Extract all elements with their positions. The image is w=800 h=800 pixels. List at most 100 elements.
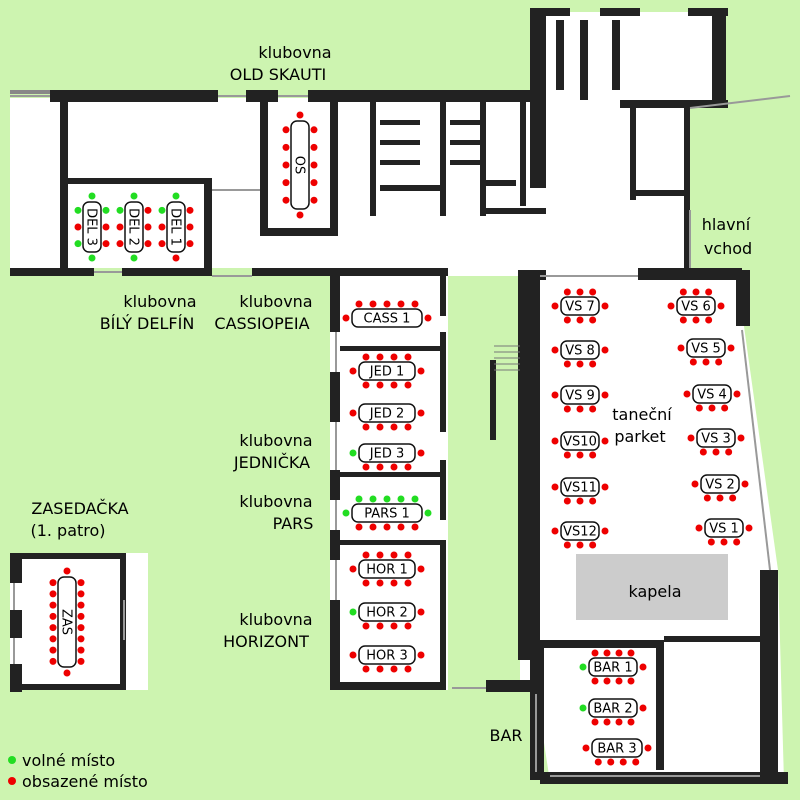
seat[interactable] bbox=[576, 360, 584, 368]
table-del1[interactable]: DEL 1 bbox=[166, 201, 186, 253]
seat[interactable] bbox=[615, 718, 623, 726]
seat[interactable] bbox=[708, 404, 716, 412]
seat[interactable] bbox=[404, 423, 412, 431]
seat[interactable] bbox=[601, 483, 609, 491]
seat[interactable] bbox=[607, 758, 615, 766]
seat[interactable] bbox=[49, 579, 57, 587]
seat[interactable] bbox=[144, 206, 152, 214]
seat[interactable] bbox=[158, 240, 166, 248]
seat[interactable] bbox=[404, 579, 412, 587]
seat[interactable] bbox=[88, 254, 96, 262]
seat[interactable] bbox=[88, 192, 96, 200]
seat[interactable] bbox=[717, 302, 725, 310]
seat[interactable] bbox=[376, 423, 384, 431]
table-del2[interactable]: DEL 2 bbox=[124, 201, 144, 253]
seat[interactable] bbox=[716, 494, 724, 502]
table-vs3[interactable]: VS 3 bbox=[696, 428, 736, 448]
seat[interactable] bbox=[703, 494, 711, 502]
seat[interactable] bbox=[603, 649, 611, 657]
seat[interactable] bbox=[158, 223, 166, 231]
seat[interactable] bbox=[77, 624, 85, 632]
seat[interactable] bbox=[627, 718, 635, 726]
seat[interactable] bbox=[644, 744, 652, 752]
seat[interactable] bbox=[667, 302, 675, 310]
seat[interactable] bbox=[745, 524, 753, 532]
seat[interactable] bbox=[707, 538, 715, 546]
seat[interactable] bbox=[417, 367, 425, 375]
table-vs11[interactable]: VS11 bbox=[560, 477, 600, 497]
seat[interactable] bbox=[376, 551, 384, 559]
seat[interactable] bbox=[49, 590, 57, 598]
seat[interactable] bbox=[102, 240, 110, 248]
seat[interactable] bbox=[563, 405, 571, 413]
seat[interactable] bbox=[619, 758, 627, 766]
seat[interactable] bbox=[282, 161, 290, 169]
seat[interactable] bbox=[397, 523, 405, 531]
seat[interactable] bbox=[715, 358, 723, 366]
seat[interactable] bbox=[579, 704, 587, 712]
seat[interactable] bbox=[589, 541, 597, 549]
seat[interactable] bbox=[699, 448, 707, 456]
seat[interactable] bbox=[77, 590, 85, 598]
seat[interactable] bbox=[296, 211, 304, 219]
seat[interactable] bbox=[727, 344, 735, 352]
seat[interactable] bbox=[77, 601, 85, 609]
seat[interactable] bbox=[369, 523, 377, 531]
seat[interactable] bbox=[563, 288, 571, 296]
seat[interactable] bbox=[677, 344, 685, 352]
seat[interactable] bbox=[589, 288, 597, 296]
seat[interactable] bbox=[310, 161, 318, 169]
seat[interactable] bbox=[310, 196, 318, 204]
seat[interactable] bbox=[130, 254, 138, 262]
seat[interactable] bbox=[390, 579, 398, 587]
seat[interactable] bbox=[632, 758, 640, 766]
seat[interactable] bbox=[376, 622, 384, 630]
seat[interactable] bbox=[687, 434, 695, 442]
table-vs2[interactable]: VS 2 bbox=[700, 474, 740, 494]
seat[interactable] bbox=[627, 677, 635, 685]
seat[interactable] bbox=[282, 179, 290, 187]
seat[interactable] bbox=[102, 206, 110, 214]
seat[interactable] bbox=[310, 179, 318, 187]
seat[interactable] bbox=[369, 300, 377, 308]
seat[interactable] bbox=[576, 316, 584, 324]
seat[interactable] bbox=[158, 206, 166, 214]
seat[interactable] bbox=[589, 405, 597, 413]
seat[interactable] bbox=[49, 657, 57, 665]
seat[interactable] bbox=[594, 758, 602, 766]
seat[interactable] bbox=[551, 437, 559, 445]
seat[interactable] bbox=[362, 551, 370, 559]
seat[interactable] bbox=[563, 360, 571, 368]
seat[interactable] bbox=[63, 567, 71, 575]
seat[interactable] bbox=[695, 404, 703, 412]
seat[interactable] bbox=[390, 665, 398, 673]
seat[interactable] bbox=[683, 390, 691, 398]
seat[interactable] bbox=[563, 316, 571, 324]
table-vs8[interactable]: VS 8 bbox=[560, 340, 600, 360]
seat[interactable] bbox=[376, 665, 384, 673]
seat[interactable] bbox=[627, 649, 635, 657]
seat[interactable] bbox=[404, 622, 412, 630]
seat[interactable] bbox=[186, 223, 194, 231]
seat[interactable] bbox=[404, 463, 412, 471]
seat[interactable] bbox=[404, 353, 412, 361]
seat[interactable] bbox=[404, 551, 412, 559]
seat[interactable] bbox=[404, 381, 412, 389]
seat[interactable] bbox=[362, 665, 370, 673]
seat[interactable] bbox=[116, 240, 124, 248]
seat[interactable] bbox=[691, 480, 699, 488]
seat[interactable] bbox=[390, 463, 398, 471]
seat[interactable] bbox=[679, 288, 687, 296]
seat[interactable] bbox=[102, 223, 110, 231]
seat[interactable] bbox=[729, 494, 737, 502]
seat[interactable] bbox=[390, 423, 398, 431]
seat[interactable] bbox=[679, 316, 687, 324]
table-vs7[interactable]: VS 7 bbox=[560, 296, 600, 316]
seat[interactable] bbox=[355, 523, 363, 531]
seat[interactable] bbox=[74, 240, 82, 248]
seat[interactable] bbox=[589, 316, 597, 324]
seat[interactable] bbox=[282, 143, 290, 151]
seat[interactable] bbox=[551, 391, 559, 399]
seat[interactable] bbox=[362, 381, 370, 389]
seat[interactable] bbox=[737, 434, 745, 442]
